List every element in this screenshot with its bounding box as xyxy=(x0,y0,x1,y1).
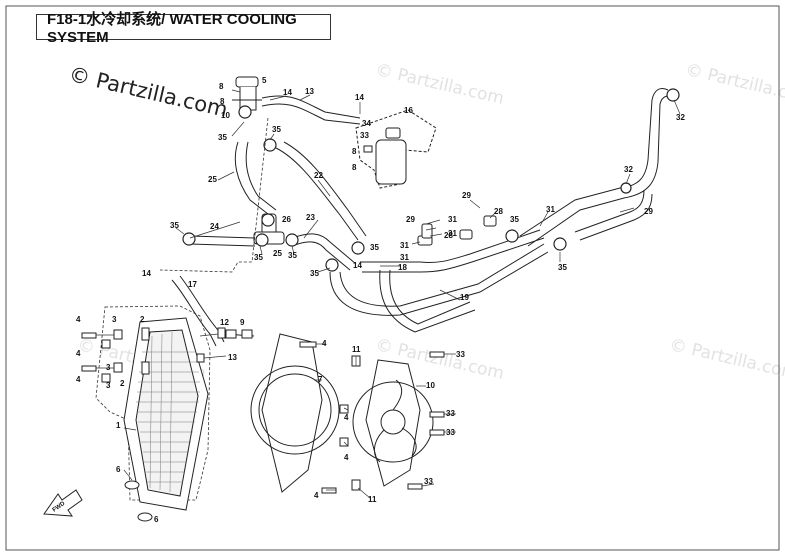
callout: 4 xyxy=(344,413,349,422)
callout: 33 xyxy=(446,428,455,437)
callout: 17 xyxy=(188,280,197,289)
expansion-tank xyxy=(355,109,437,189)
callout: 35 xyxy=(288,251,297,260)
callout: 33 xyxy=(360,131,369,140)
bleed-fittings xyxy=(417,215,497,246)
callout: 7 xyxy=(318,375,323,384)
callout: 16 xyxy=(404,106,413,115)
callout: 35 xyxy=(370,243,379,252)
callout: 29 xyxy=(644,207,653,216)
callout: 35 xyxy=(558,263,567,272)
callout: 9 xyxy=(240,318,245,327)
callout: 3 xyxy=(112,315,117,324)
part-numbers: 8 5 8 10 14 13 14 35 35 25 22 16 34 33 8… xyxy=(76,76,685,524)
callout: 29 xyxy=(406,215,415,224)
callout: 3 xyxy=(106,381,111,390)
callout: 31 xyxy=(448,229,457,238)
callout: 3 xyxy=(106,363,111,372)
callout: 34 xyxy=(362,119,371,128)
callout: 31 xyxy=(400,241,409,250)
front-direction-marker: FWD xyxy=(43,489,83,517)
callout: 29 xyxy=(462,191,471,200)
callout: 31 xyxy=(448,215,457,224)
callout: 1 xyxy=(116,421,121,430)
callout: 4 xyxy=(344,453,349,462)
callout: 25 xyxy=(208,175,217,184)
callout: 14 xyxy=(283,88,292,97)
callout: 13 xyxy=(305,87,314,96)
callout: 23 xyxy=(306,213,315,222)
callout: 10 xyxy=(426,381,435,390)
callout: 13 xyxy=(228,353,237,362)
callout: 2 xyxy=(140,315,145,324)
callout: 8 xyxy=(352,147,357,156)
callout: 33 xyxy=(446,409,455,418)
callout: 32 xyxy=(676,113,685,122)
cooling-fan xyxy=(352,359,434,487)
callout: 11 xyxy=(368,495,377,504)
group-outline xyxy=(95,117,269,501)
callout: 31 xyxy=(400,253,409,262)
callout: 4 xyxy=(76,315,81,324)
callout: 12 xyxy=(220,318,229,327)
callout: 2 xyxy=(120,379,125,388)
callout: 4 xyxy=(322,339,327,348)
callout: 28 xyxy=(494,207,503,216)
callout: 6 xyxy=(154,515,159,524)
callout: 6 xyxy=(116,465,121,474)
callout: 24 xyxy=(210,222,219,231)
callout: 8 xyxy=(219,82,224,91)
callout: 10 xyxy=(221,111,230,120)
radiator xyxy=(123,317,209,511)
diagram-title: F18-1水冷却系统/ WATER COOLING SYSTEM xyxy=(36,11,331,46)
fan-shroud xyxy=(250,333,340,493)
hose-17 xyxy=(171,275,255,347)
callout: 26 xyxy=(282,215,291,224)
callout: 35 xyxy=(254,253,263,262)
radiator-fins xyxy=(136,331,200,493)
callout: 19 xyxy=(460,293,469,302)
callout: 18 xyxy=(398,263,407,272)
upper-hoses xyxy=(189,76,675,333)
callout: 14 xyxy=(353,261,362,270)
callout: 11 xyxy=(352,345,361,354)
callout: 5 xyxy=(262,76,267,85)
callout: 14 xyxy=(142,269,151,278)
callout: 35 xyxy=(272,125,281,134)
page-border xyxy=(5,5,780,551)
callout: 35 xyxy=(510,215,519,224)
callout: 4 xyxy=(76,375,81,384)
callout: 14 xyxy=(355,93,364,102)
callout: 35 xyxy=(218,133,227,142)
callout: 8 xyxy=(352,163,357,172)
callout: 31 xyxy=(546,205,555,214)
callout: 33 xyxy=(456,350,465,359)
callout: 35 xyxy=(310,269,319,278)
leader-lines xyxy=(96,89,681,499)
callout: 4 xyxy=(314,491,319,500)
callout: 8 xyxy=(220,97,225,106)
callout: 25 xyxy=(273,249,282,258)
hose-clamps xyxy=(182,88,680,272)
callout: 35 xyxy=(170,221,179,230)
callout: 33 xyxy=(424,477,433,486)
callout: 32 xyxy=(624,165,633,174)
callout: 22 xyxy=(314,171,323,180)
callout: 4 xyxy=(76,349,81,358)
callout: 28 xyxy=(444,231,453,240)
